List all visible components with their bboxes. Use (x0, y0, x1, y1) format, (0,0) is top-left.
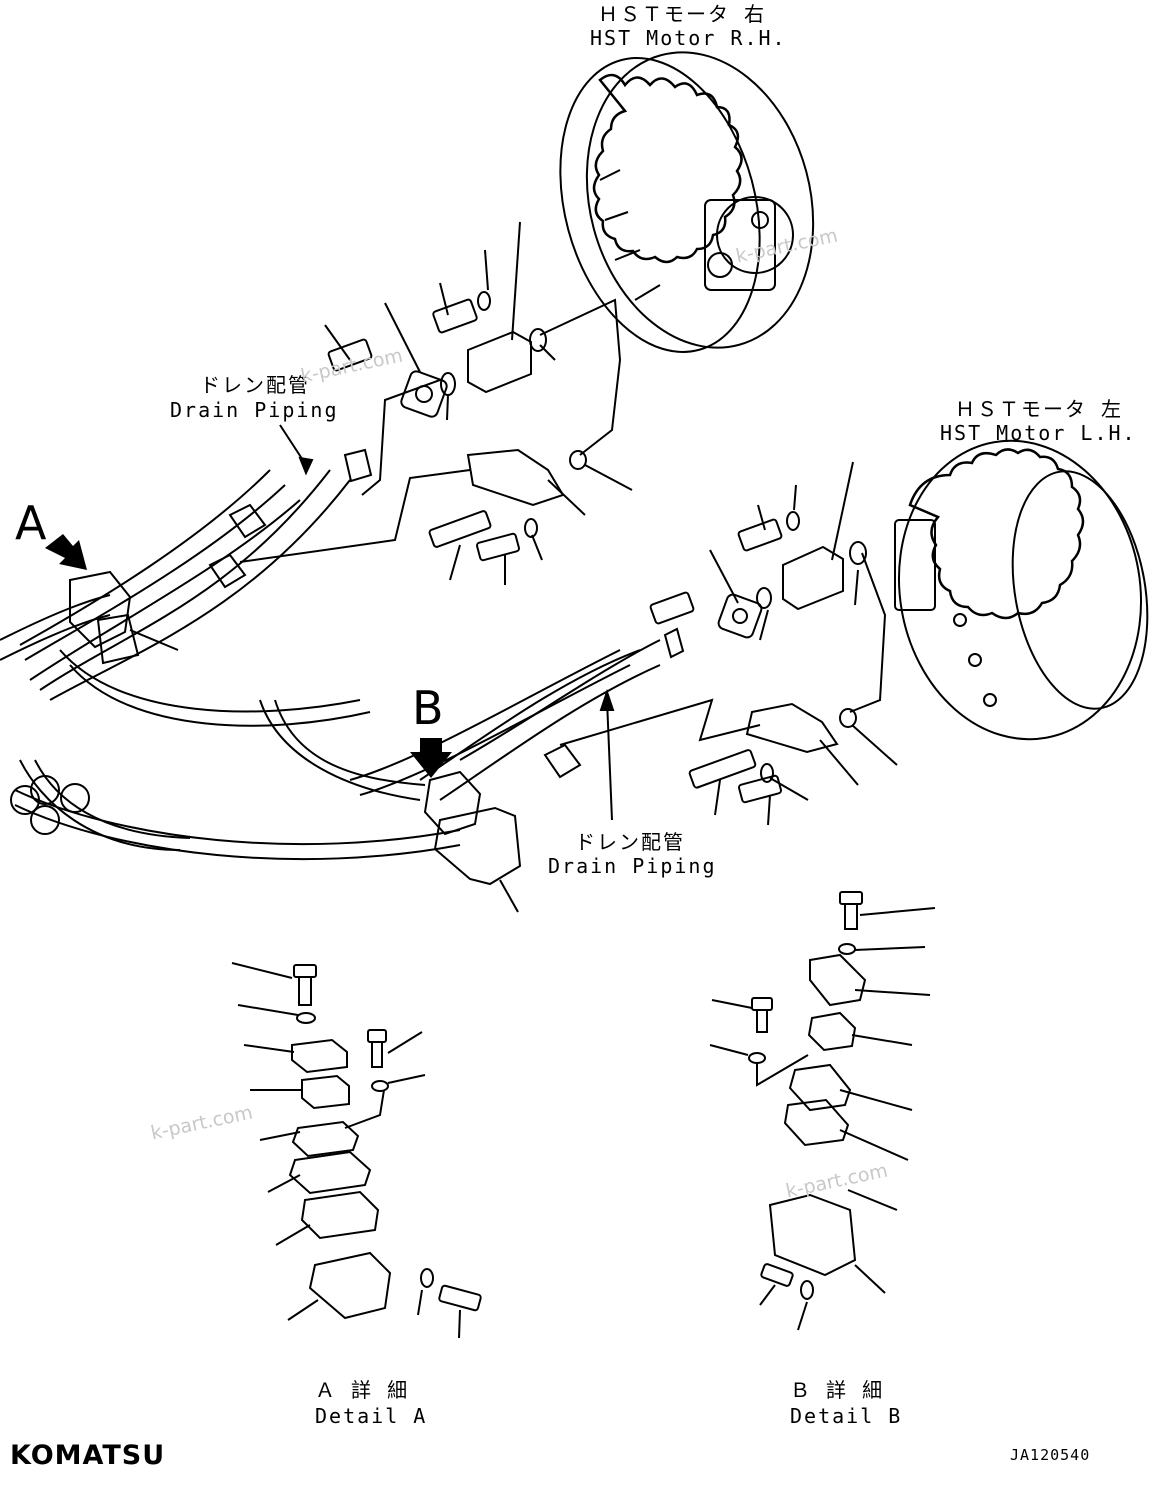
lh-fittings (559, 461, 898, 826)
motor-lh-label-en: HST Motor L.H. (940, 421, 1137, 445)
drain-piping-top-en: Drain Piping (170, 398, 339, 422)
hst-motor-lh (894, 439, 1149, 741)
motor-rh-label-en: HST Motor R.H. (590, 26, 787, 50)
arrow-icon (45, 534, 452, 778)
marker-b: B (412, 681, 444, 735)
rh-fittings (239, 221, 633, 585)
detail-a-title-jp: Ａ 詳 細 (315, 1378, 410, 1402)
detail-b-title-jp: Ｂ 詳 細 (790, 1378, 885, 1402)
clamp-b-assembly (423, 770, 522, 913)
marker-a: A (15, 496, 47, 550)
drain-piping-bottom-en: Drain Piping (548, 854, 717, 878)
clamp-a-assembly (69, 570, 179, 665)
drawing-code: JA120540 (1010, 1446, 1091, 1464)
detail-a-title-en: Detail A (315, 1404, 428, 1428)
hst-motor-rh (559, 51, 815, 353)
drain-piping-top-jp: ドレン配管 (200, 373, 310, 397)
detail-b-parts (709, 891, 936, 1331)
detail-b-title-en: Detail B (790, 1404, 903, 1428)
motor-lh-label-jp: ＨＳＴモータ 左 (955, 397, 1124, 421)
motor-rh-label-jp: ＨＳＴモータ 右 (598, 2, 767, 26)
drain-piping-bottom-jp: ドレン配管 (575, 830, 685, 854)
komatsu-logo: KOMATSU (10, 1440, 166, 1471)
detail-a-parts (231, 962, 482, 1339)
